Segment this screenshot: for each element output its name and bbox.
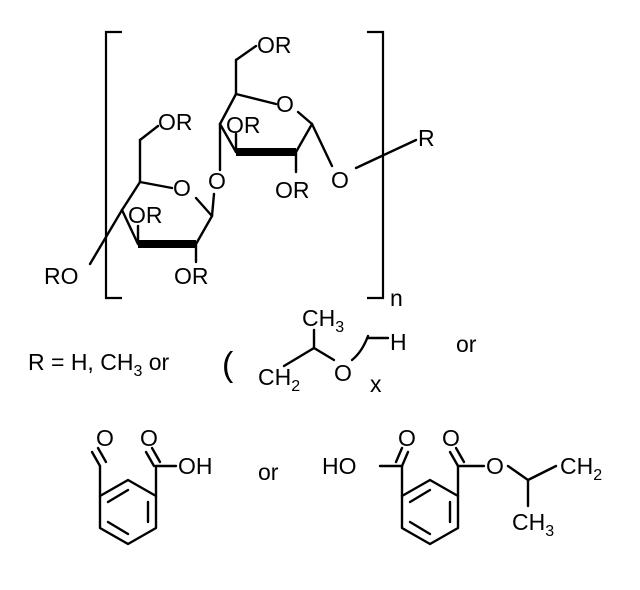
- trailing-or-word: or: [456, 331, 477, 357]
- ho-label: HO: [322, 453, 357, 479]
- right-bracket: [367, 30, 385, 300]
- repeat-index-n: n: [390, 285, 403, 311]
- left-glucose-ring: [88, 124, 216, 266]
- formylbenzoic-acid: [90, 446, 178, 546]
- ester-oxygen: O: [486, 453, 504, 479]
- c3-or-label-right: OR: [226, 112, 261, 138]
- right-glucose-ring: [218, 44, 418, 174]
- ester-ch3-label: CH3: [512, 509, 554, 540]
- c6-or-label-left: OR: [158, 109, 193, 135]
- ester-ch2-label: CH2: [560, 453, 602, 484]
- ether-oxygen: O: [334, 360, 352, 386]
- r-equals-text: R = H, CH3 or: [28, 349, 170, 380]
- c3-or-label-left: OR: [128, 202, 163, 228]
- c2-or-label-right: OR: [275, 177, 310, 203]
- anomeric-oxygen: O: [331, 167, 349, 193]
- left-bracket: [104, 30, 122, 300]
- ester-carbonyl-oxygen: O: [442, 425, 460, 451]
- c6-or-label: OR: [257, 32, 292, 58]
- phthalate-monoester: [378, 446, 558, 546]
- aldehyde-oxygen: O: [96, 425, 114, 451]
- between-or-word: or: [258, 459, 279, 485]
- repeat-x-label: x: [370, 371, 382, 397]
- ring-oxygen-right: O: [276, 91, 294, 117]
- acid-carbonyl-oxygen-2: O: [398, 425, 416, 451]
- ring-oxygen-left: O: [173, 175, 191, 201]
- ch3-branch-label: CH3: [302, 305, 344, 336]
- c4-ro-label: RO: [44, 263, 79, 289]
- terminal-r-label: R: [418, 125, 435, 151]
- oh-label: OH: [178, 453, 213, 479]
- ch2-chain-label: CH2: [258, 364, 300, 395]
- repeat-arc: [350, 334, 370, 362]
- open-paren: (: [222, 346, 234, 384]
- acid-carbonyl-oxygen: O: [140, 425, 158, 451]
- r-definition: R = H, CH3 or (: [28, 328, 390, 384]
- glycosidic-oxygen: O: [208, 168, 226, 194]
- c2-or-label-left: OR: [174, 263, 209, 289]
- end-h-label: H: [390, 329, 407, 355]
